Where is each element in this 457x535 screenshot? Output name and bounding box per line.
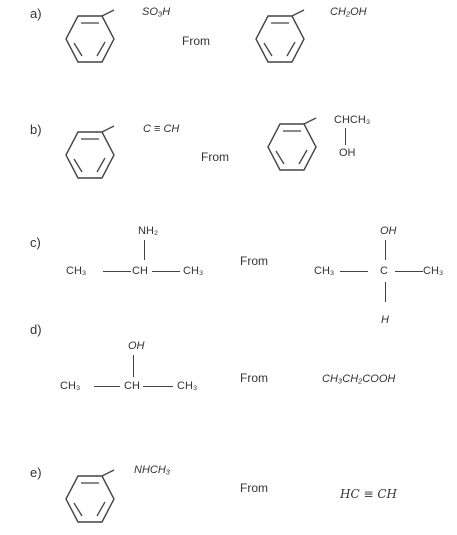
bond-line	[133, 355, 134, 377]
from-label: From	[201, 150, 229, 164]
bond-line	[144, 240, 145, 260]
benzene-ring-icon	[267, 117, 317, 171]
methyl-group: CH₃	[66, 265, 87, 277]
methyl-group: CH₃	[423, 265, 444, 277]
sulfonic-acid-group: SO₃H	[142, 6, 171, 18]
bond-line	[385, 240, 386, 260]
amino-group: NH₂	[138, 225, 159, 237]
bond-line	[152, 271, 180, 272]
bond-line	[103, 271, 131, 272]
methyl-group: CH₃	[177, 380, 198, 392]
hydroxyl-group: OH	[128, 340, 145, 352]
benzene-ring-icon	[255, 9, 305, 63]
bond-line	[143, 386, 173, 387]
bond-line	[395, 271, 423, 272]
hydroxymethyl-group: CH₂OH	[330, 6, 367, 18]
part-e-label: e)	[30, 465, 42, 480]
from-label: From	[240, 254, 268, 268]
from-label: From	[240, 481, 268, 495]
acetylene-formula: HC ≡ CH	[340, 487, 397, 501]
bond-line	[340, 271, 368, 272]
ethyl-chain: CHCH₃	[334, 114, 371, 126]
methine-group: CH	[124, 380, 140, 392]
benzene-ring-icon	[65, 469, 115, 523]
part-c-label: c)	[30, 235, 41, 250]
methylamino-group: NHCH₃	[134, 464, 171, 476]
bond-line	[345, 128, 346, 145]
part-a-label: a)	[30, 6, 42, 21]
ethynyl-group: C ≡ CH	[143, 123, 180, 135]
benzene-ring-icon	[65, 9, 115, 63]
benzene-ring-icon	[65, 125, 115, 179]
part-b-label: b)	[30, 122, 42, 137]
methyl-group: CH₃	[183, 265, 204, 277]
hydrogen-atom: H	[381, 314, 389, 326]
propanoic-acid-formula: CH₃CH₂COOH	[322, 373, 396, 385]
bond-line	[385, 282, 386, 302]
central-carbon: C	[380, 265, 388, 277]
from-label: From	[240, 371, 268, 385]
methine-group: CH	[132, 265, 148, 277]
methyl-group: CH₃	[60, 380, 81, 392]
bond-line	[94, 386, 120, 387]
methyl-group: CH₃	[314, 265, 335, 277]
hydroxyl-group: OH	[339, 147, 356, 159]
part-d-label: d)	[30, 322, 42, 337]
from-label: From	[182, 34, 210, 48]
hydroxyl-group: OH	[380, 225, 397, 237]
